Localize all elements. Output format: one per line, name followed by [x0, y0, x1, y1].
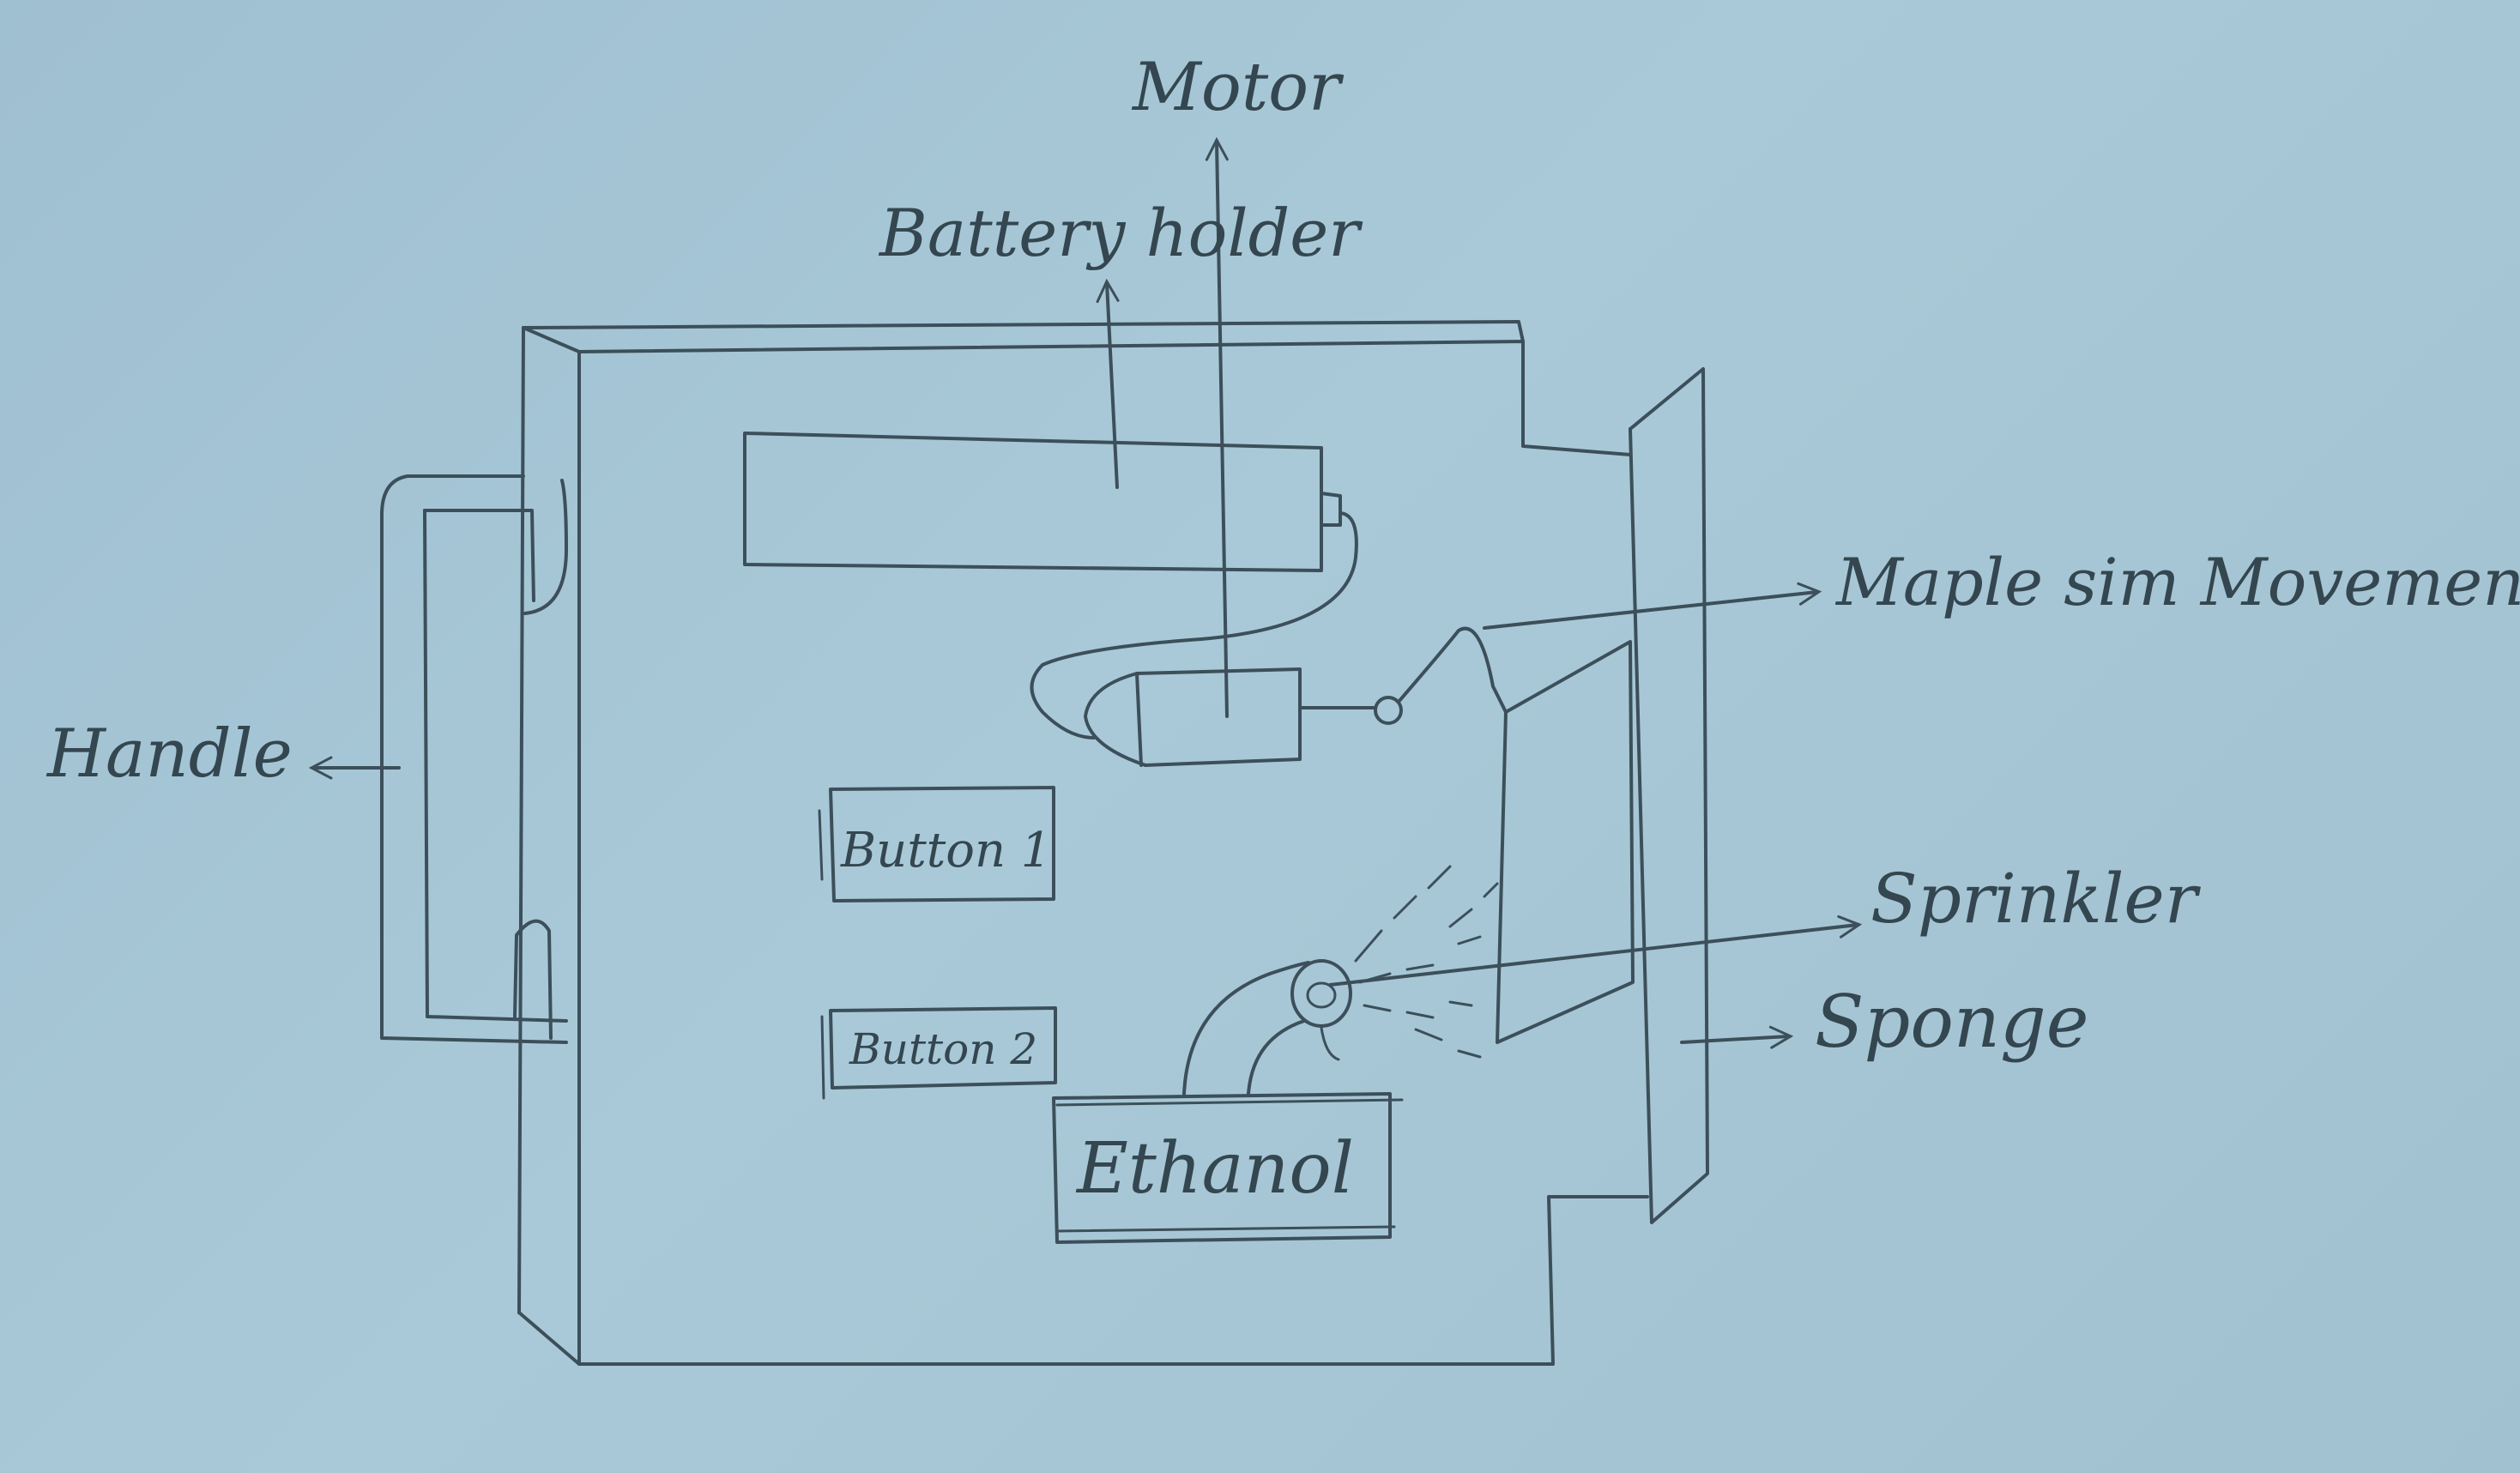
button-1-label: Button 1	[840, 823, 1051, 878]
maple-sim-arrow	[1484, 592, 1817, 628]
sponge-label: Sponge	[1815, 980, 2088, 1064]
sprinkler-nozzle-inner	[1308, 983, 1335, 1007]
sprinkler-nozzle-outer	[1292, 961, 1351, 1026]
maple-sim-movement-label: Maple sim Movement	[1834, 544, 2520, 620]
sprinkler-label: Sprinkler	[1870, 859, 2202, 939]
sprinkler-drip	[1321, 1028, 1339, 1059]
ethanol-tank-top-line	[1057, 1100, 1402, 1105]
handle-outer	[382, 476, 566, 1042]
leader-arrows	[313, 142, 1858, 1042]
battery-holder-box	[745, 433, 1321, 570]
body-top-edge	[523, 328, 1630, 455]
button-2-side	[822, 1017, 824, 1098]
battery-holder-label: Battery holder	[878, 195, 1363, 271]
battery-terminal	[1321, 493, 1340, 525]
sponge-arrow	[1682, 1036, 1789, 1042]
linkage-arm	[1399, 629, 1506, 712]
battery-wire	[1032, 513, 1357, 738]
sprinkler	[1184, 866, 1497, 1094]
ethanol-label: Ethanol	[1075, 1128, 1354, 1210]
body-top-back-edge	[523, 322, 1523, 341]
motor-label: Motor	[1131, 49, 1345, 126]
sponge-plate	[1497, 369, 1707, 1222]
sprinkler-pipe-2	[1248, 1021, 1304, 1094]
body-bottom-edge	[519, 1197, 1647, 1364]
battery-holder-arrow	[1107, 283, 1117, 487]
handle-inner-top	[425, 510, 534, 601]
button-2-label: Button 2	[849, 1024, 1037, 1074]
button-1-side	[819, 811, 822, 879]
handle-inner-bottom	[427, 1017, 566, 1021]
spray-dashes	[1356, 866, 1497, 1057]
sprinkler-panel	[1497, 642, 1633, 1042]
motor-cap-line	[1137, 673, 1141, 765]
handle	[382, 476, 566, 1042]
motor	[1085, 629, 1506, 765]
sprinkler-arrow	[1330, 925, 1858, 985]
ethanol-tank-bottom-line	[1057, 1227, 1394, 1231]
handle-inner-left	[425, 510, 427, 1017]
motor-body	[1137, 669, 1300, 765]
battery-holder	[745, 433, 1357, 738]
handle-label: Handle	[45, 715, 293, 793]
sponge-plate-outline	[1630, 369, 1707, 1222]
